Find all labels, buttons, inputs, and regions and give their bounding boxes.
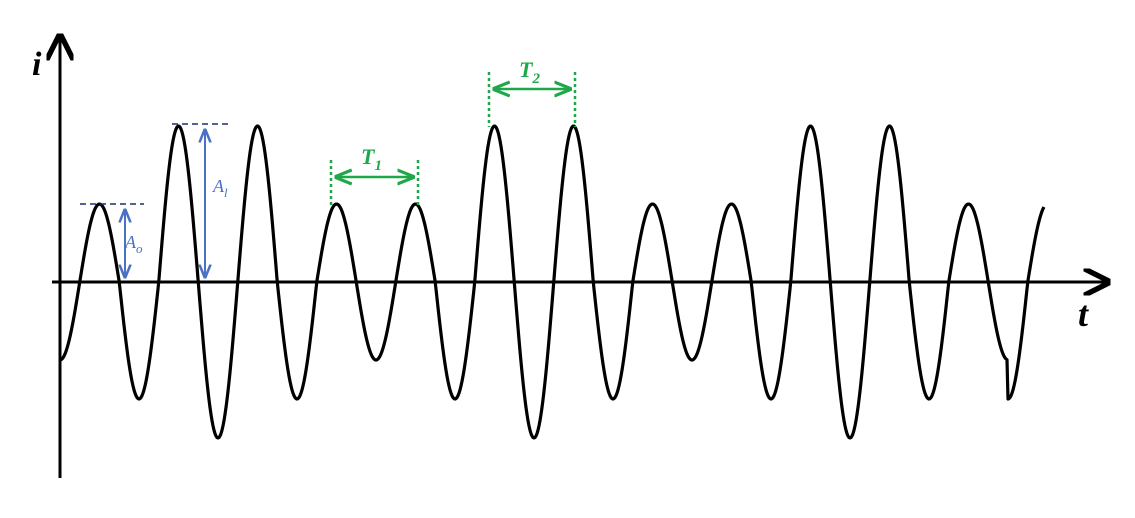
period-t2-marker: T2	[487, 57, 577, 127]
a1-label: Al	[212, 176, 228, 200]
t2-label: T2	[519, 57, 540, 87]
x-axis-label: t	[1078, 294, 1089, 334]
amplitude-a0-marker: Ao	[80, 203, 144, 277]
period-t1-marker: T1	[329, 144, 420, 208]
amplitude-a1-marker: Al	[172, 123, 228, 277]
y-axis-label: i	[32, 46, 42, 83]
t1-label: T1	[361, 144, 382, 174]
a0-label: Ao	[124, 232, 143, 256]
current-waveform	[59, 124, 1046, 440]
